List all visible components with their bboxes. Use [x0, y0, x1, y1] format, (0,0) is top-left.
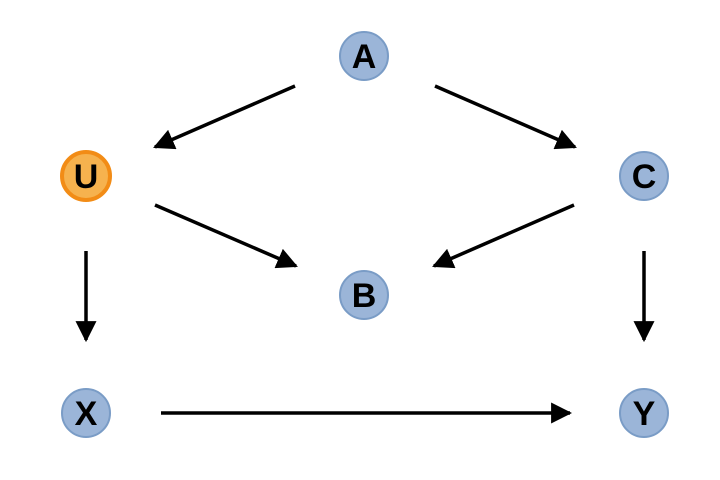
- node-u: U: [60, 150, 112, 202]
- node-b-label: B: [352, 277, 377, 315]
- node-x-label: X: [75, 395, 98, 433]
- edge-u-b: [154, 203, 298, 269]
- edge-a-c: [434, 84, 577, 150]
- node-y-label: Y: [633, 395, 656, 433]
- node-x-circle: [61, 388, 111, 438]
- node-a: A: [339, 31, 389, 81]
- node-x: X: [61, 388, 111, 438]
- node-b: B: [339, 270, 389, 320]
- node-c-circle: [619, 151, 669, 201]
- edge-a-u: [153, 84, 296, 150]
- edge-c-b: [432, 203, 575, 269]
- node-y: Y: [619, 388, 669, 438]
- nodes: A U C B X Y: [60, 31, 669, 438]
- node-u-label: U: [74, 158, 99, 196]
- node-u-circle: [60, 150, 112, 202]
- node-a-circle: [339, 31, 389, 81]
- node-c: C: [619, 151, 669, 201]
- node-b-circle: [339, 270, 389, 320]
- node-a-label: A: [352, 38, 377, 76]
- node-c-label: C: [632, 158, 657, 196]
- edges: [75, 84, 655, 424]
- node-y-circle: [619, 388, 669, 438]
